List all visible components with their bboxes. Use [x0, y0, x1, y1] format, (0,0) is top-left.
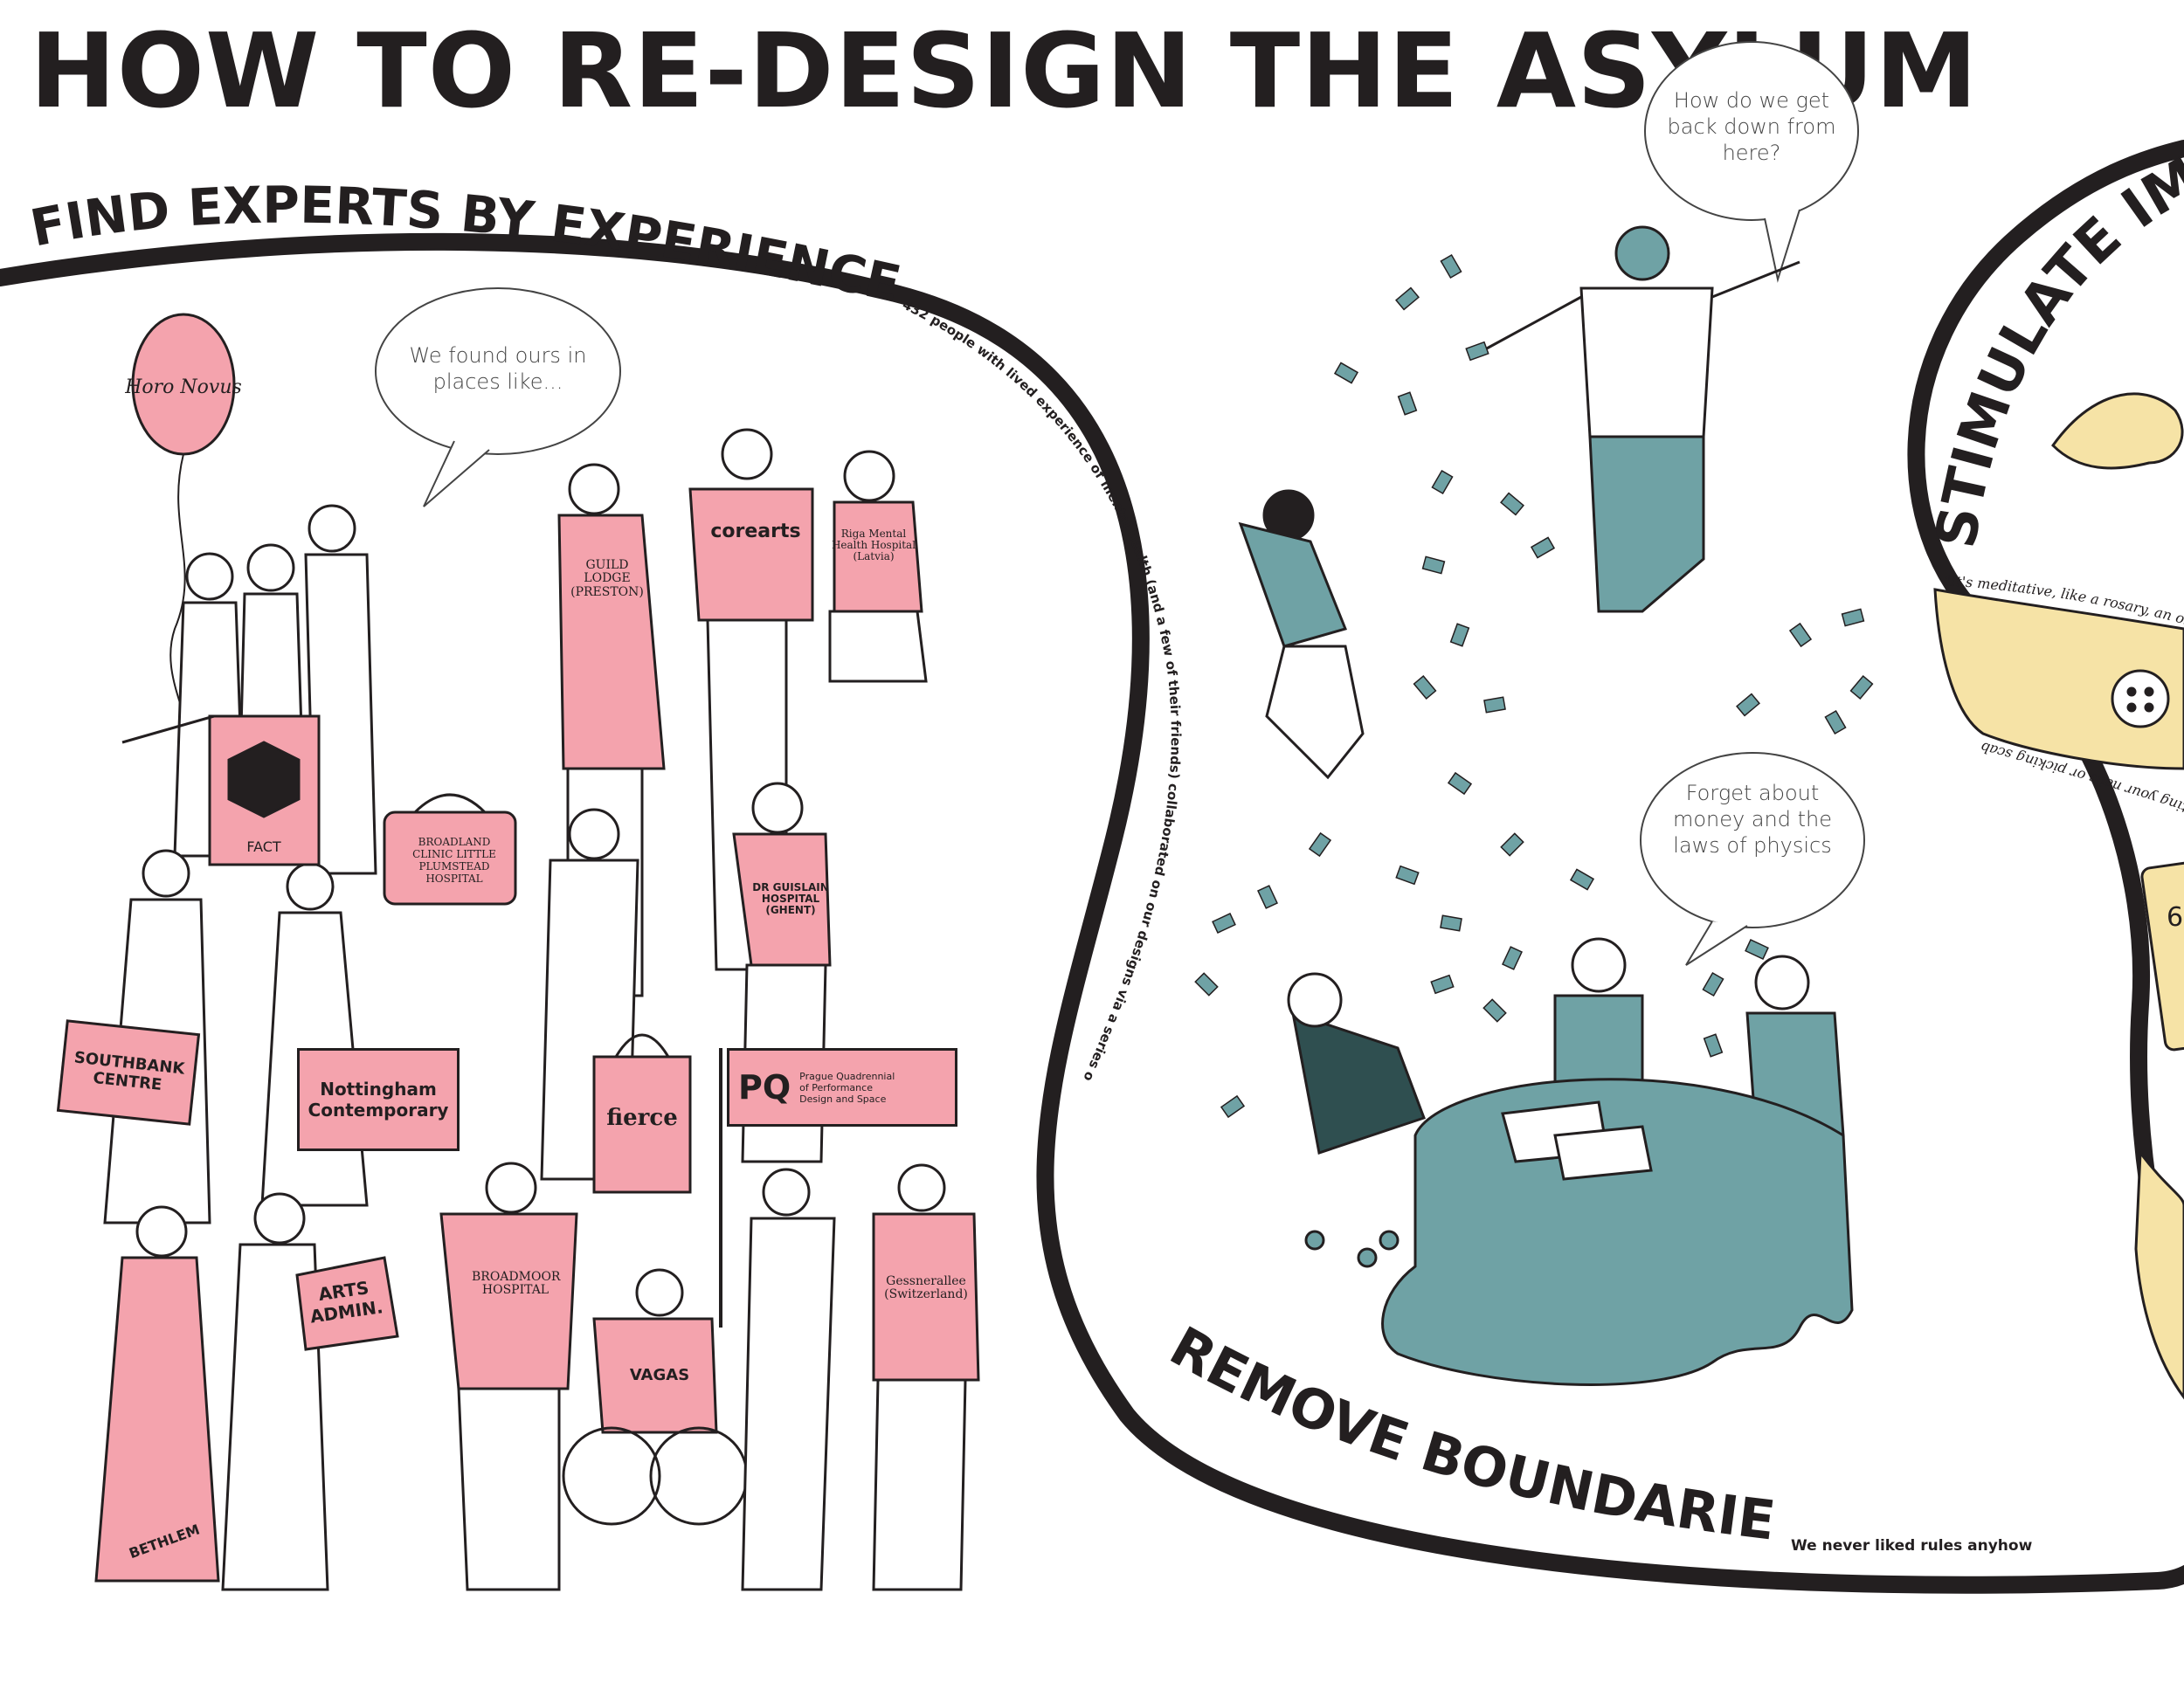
bubble-text-get-back-down: How do we get back down from here?: [1667, 88, 1836, 165]
nottingham-sign: Nottingham Contemporary: [297, 1048, 460, 1151]
guild-shirt-label: GUILD LODGE (PRESTON): [570, 558, 644, 599]
bubble-text-found-ours: We found ours in places like...: [409, 343, 587, 394]
broadland-bag: [383, 793, 517, 906]
balloon-label: Horo Novus: [124, 376, 242, 398]
shell-icon: [2051, 392, 2184, 470]
guislain-shirt-label: DR GUISLAIN HOSPITAL (GHENT): [752, 881, 829, 917]
pq-sign-text: Prague Quadrennial of Performance Design…: [799, 1070, 895, 1105]
pq-sign: PQ Prague Quadrennial of Performance Des…: [727, 1048, 957, 1127]
broadmoor-shirt-label: BROADMOOR HOSPITAL: [472, 1270, 561, 1298]
hand-holding-button: [1933, 588, 2184, 770]
riga-shirt-label: Riga Mental Health Hospital (Latvia): [831, 528, 916, 563]
fact-label: FACT: [246, 838, 281, 855]
flying-figures: [1238, 225, 1845, 1155]
bubble-text-forget-money: Forget about money and the laws of physi…: [1672, 781, 1833, 858]
playing-card: [2140, 861, 2184, 1052]
artsadmin-laptop: [295, 1256, 399, 1351]
pq-logo: PQ: [738, 1068, 791, 1107]
artsadmin-label: ARTS ADMIN.: [308, 1277, 384, 1328]
southbank-sign: SOUTHBANK CENTRE: [56, 1019, 201, 1126]
card-value: 6: [2167, 902, 2183, 933]
speech-bubble-get-back-down: [1644, 41, 1859, 283]
gessnerallee-shirt-label: Gessnerallee (Switzerland): [884, 1274, 968, 1302]
fierce-bag: [592, 1033, 692, 1194]
right-cream-shape: [2134, 1148, 2184, 1400]
people-left-group: [94, 428, 980, 1591]
fierce-label: fierce: [606, 1105, 678, 1131]
speech-bubble-found-ours: [375, 287, 621, 507]
money-notes: [1194, 253, 1874, 1119]
remove-boundaries-note: We never liked rules anyhow: [1791, 1537, 2033, 1555]
fact-sign: [121, 714, 321, 866]
speech-bubble-forget-money: [1640, 752, 1865, 966]
melting-table: [1304, 1078, 1854, 1386]
broadland-label: BROADLAND CLINIC LITTLE PLUMSTEAD HOSPIT…: [412, 836, 496, 885]
vagas-shirt-label: VAGAS: [630, 1366, 689, 1384]
corearts-shirt-label: corearts: [710, 521, 800, 542]
